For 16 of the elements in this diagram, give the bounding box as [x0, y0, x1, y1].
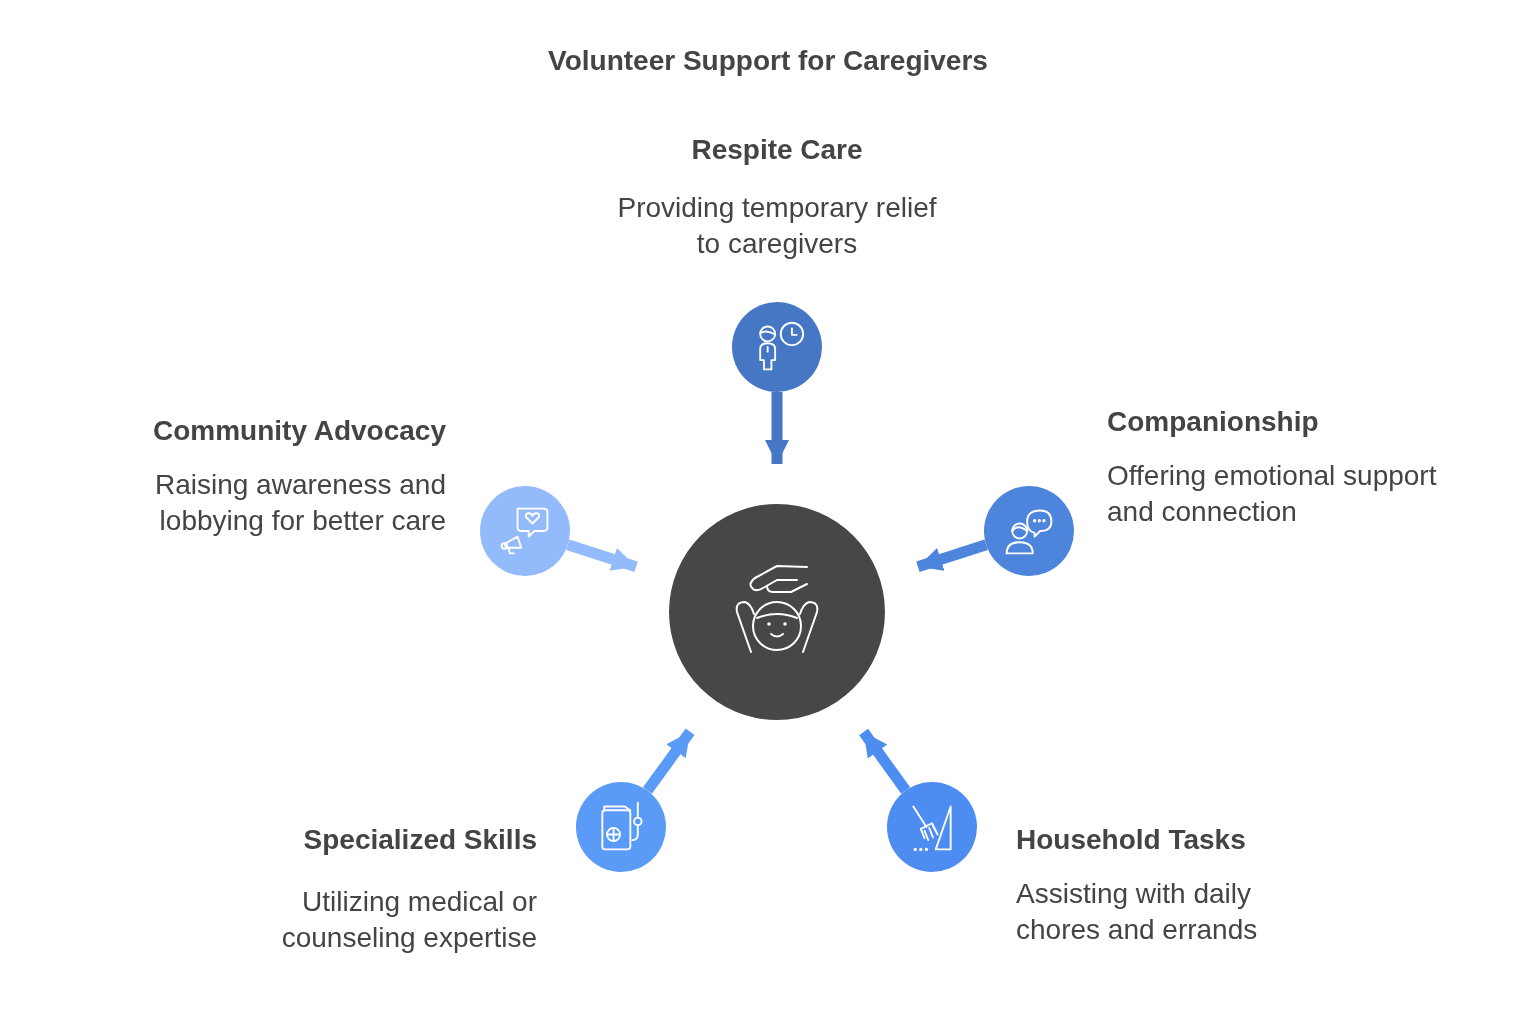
heading: Respite Care	[690, 133, 864, 167]
description: Raising awareness and lobbying for better care	[153, 468, 446, 538]
arrow	[642, 728, 695, 794]
description: Utilizing medical or counseling expertise	[280, 885, 537, 955]
description: Offering emotional support and connection	[1107, 459, 1438, 529]
arrow	[916, 539, 988, 572]
heading: Community Advocacy	[151, 414, 446, 448]
arrow	[765, 392, 789, 464]
description: Assisting with daily chores and errands	[1016, 877, 1259, 947]
description: Providing temporary relief to caregivers	[617, 191, 937, 261]
heading: Household Tasks	[1016, 823, 1247, 857]
diagram-title: Volunteer Support for Caregivers	[547, 44, 989, 78]
arrow	[859, 728, 911, 794]
heading: Companionship	[1107, 405, 1320, 439]
heading: Specialized Skills	[302, 823, 537, 857]
arrow	[566, 539, 638, 572]
